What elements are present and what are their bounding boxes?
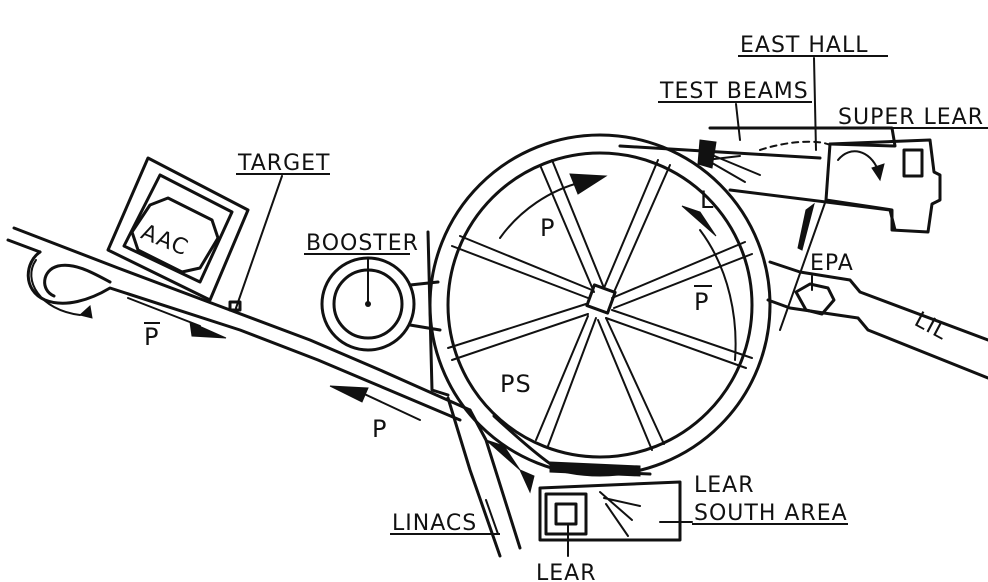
p-beam-label: P [372, 415, 387, 443]
ps-label: PS [500, 370, 532, 398]
lear-label: LEAR [536, 561, 597, 582]
east-hall-area: EAST HALL TEST BEAMS SUPER LEAR [618, 33, 988, 331]
beam-arrows: P P [127, 297, 421, 443]
linacs-label: LINACS [392, 511, 477, 536]
pbar-label: P [694, 288, 709, 316]
booster-label: BOOSTER [306, 231, 419, 256]
aac-block: AAC [106, 156, 250, 302]
ps-ring: P P PS L [428, 133, 772, 477]
super-lear-label: SUPER LEAR [838, 105, 984, 130]
target-callout: TARGET [228, 151, 330, 312]
pbar-beam-label: P [144, 323, 159, 351]
lear-area: LEAR LEAR SOUTH AREA LINACS [390, 396, 848, 582]
transfer-line [6, 226, 472, 422]
p-label: P [540, 214, 555, 242]
epa-label: EPA [810, 251, 854, 276]
booster: BOOSTER [304, 230, 450, 397]
lear-south-area-line2: SOUTH AREA [694, 501, 848, 526]
lear-south-area-line1: LEAR [694, 473, 755, 498]
test-beams-label: TEST BEAMS [659, 79, 809, 104]
target-label: TARGET [237, 151, 330, 176]
east-hall-label: EAST HALL [740, 33, 868, 58]
l-label: L [700, 186, 714, 214]
